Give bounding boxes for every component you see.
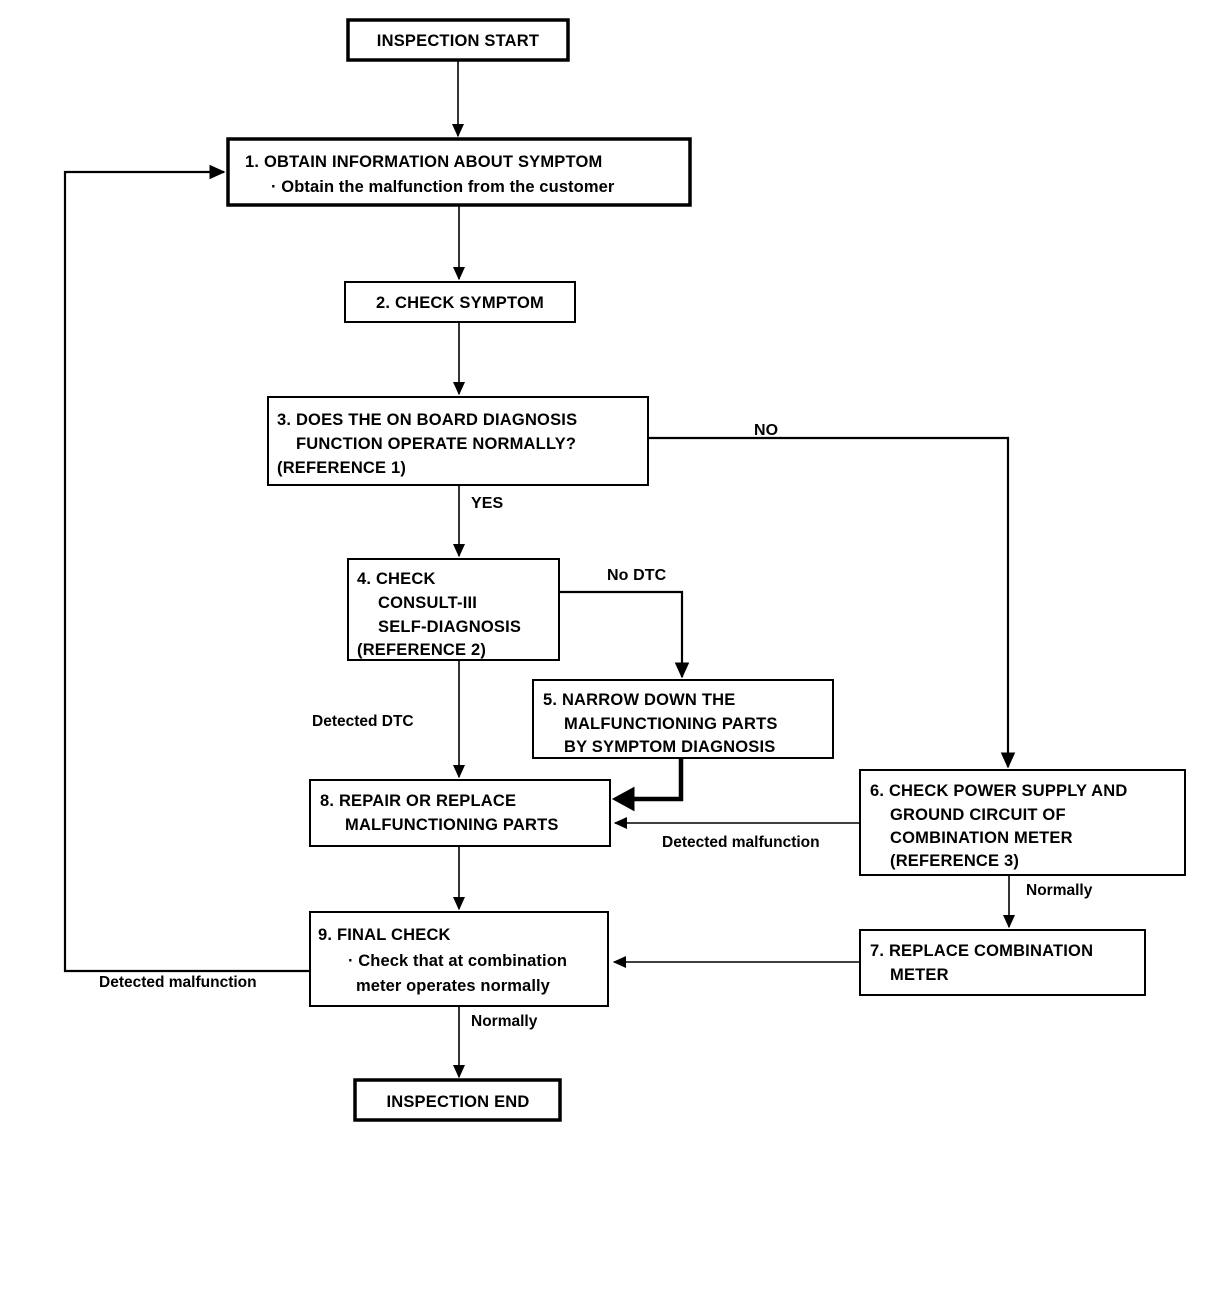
inspection-end-label: INSPECTION END	[386, 1093, 529, 1111]
step-2-label: 2. CHECK SYMPTOM	[376, 294, 544, 312]
step-6-line-3: COMBINATION METER	[890, 829, 1073, 847]
edge-step5-to-step8	[611, 758, 684, 812]
step-9-line-2: · Check that at combination	[348, 952, 567, 970]
node-inspection-end: INSPECTION END	[353, 1078, 562, 1122]
step-3-line-3: (REFERENCE 1)	[277, 459, 406, 477]
edge-label-no: NO	[754, 422, 778, 439]
edge-label-detected-malfunction-step6: Detected malfunction	[662, 834, 820, 851]
step-5-line-2: MALFUNCTIONING PARTS	[564, 715, 778, 733]
node-step-1-obtain-information: 1. OBTAIN INFORMATION ABOUT SYMPTOM · Ob…	[226, 137, 692, 207]
step-3-line-2: FUNCTION OPERATE NORMALLY?	[296, 435, 576, 453]
step-4-line-4: (REFERENCE 2)	[357, 641, 486, 659]
step-9-line-1: 9. FINAL CHECK	[318, 926, 451, 944]
edge-step3-to-step6-no	[648, 436, 1016, 769]
step-6-line-2: GROUND CIRCUIT OF	[890, 806, 1066, 824]
step-9-line-3: meter operates normally	[356, 977, 551, 995]
edge-step9-to-step1-detected-malfunction	[63, 164, 310, 973]
step-5-line-1: 5. NARROW DOWN THE	[543, 691, 735, 709]
step-1-line-2: · Obtain the malfunction from the custom…	[271, 178, 615, 196]
edge-label-detected-malfunction-step9: Detected malfunction	[99, 974, 257, 991]
node-step-6-check-power-supply-ground-circuit: 6. CHECK POWER SUPPLY AND GROUND CIRCUIT…	[859, 769, 1186, 876]
edge-label-yes: YES	[471, 495, 504, 512]
node-step-9-final-check: 9. FINAL CHECK · Check that at combinati…	[309, 911, 609, 1007]
step-7-line-2: METER	[890, 966, 949, 984]
node-step-4-check-consult-self-diagnosis: 4. CHECK CONSULT-III SELF-DIAGNOSIS (REF…	[347, 558, 560, 661]
step-1-line-1: 1. OBTAIN INFORMATION ABOUT SYMPTOM	[245, 153, 602, 171]
step-4-line-2: CONSULT-III	[378, 594, 477, 612]
node-step-8-repair-or-replace-malfunctioning-parts: 8. REPAIR OR REPLACE MALFUNCTIONING PART…	[309, 779, 611, 847]
edge-step4-to-step5-no-dtc	[559, 590, 690, 679]
edge-label-normally-step6: Normally	[1026, 882, 1093, 899]
node-inspection-start: INSPECTION START	[346, 18, 570, 62]
step-4-line-3: SELF-DIAGNOSIS	[378, 618, 521, 636]
node-step-7-replace-combination-meter: 7. REPLACE COMBINATION METER	[859, 929, 1146, 996]
node-step-3-on-board-diagnosis: 3. DOES THE ON BOARD DIAGNOSIS FUNCTION …	[267, 396, 649, 486]
node-step-5-narrow-down-malfunctioning-parts: 5. NARROW DOWN THE MALFUNCTIONING PARTS …	[532, 679, 834, 759]
edge-label-detected-dtc: Detected DTC	[312, 713, 414, 730]
step-8-line-2: MALFUNCTIONING PARTS	[345, 816, 559, 834]
step-7-line-1: 7. REPLACE COMBINATION	[870, 942, 1093, 960]
step-8-line-1: 8. REPAIR OR REPLACE	[320, 792, 516, 810]
step-4-line-1: 4. CHECK	[357, 570, 436, 588]
node-step-2-check-symptom: 2. CHECK SYMPTOM	[344, 281, 576, 323]
edge-label-no-dtc: No DTC	[607, 567, 667, 584]
step-6-line-1: 6. CHECK POWER SUPPLY AND	[870, 782, 1127, 800]
inspection-start-label: INSPECTION START	[377, 32, 539, 50]
step-5-line-3: BY SYMPTOM DIAGNOSIS	[564, 738, 776, 756]
edge-label-normally-step9: Normally	[471, 1013, 538, 1030]
step-6-line-4: (REFERENCE 3)	[890, 852, 1019, 870]
step-3-line-1: 3. DOES THE ON BOARD DIAGNOSIS	[277, 411, 577, 429]
